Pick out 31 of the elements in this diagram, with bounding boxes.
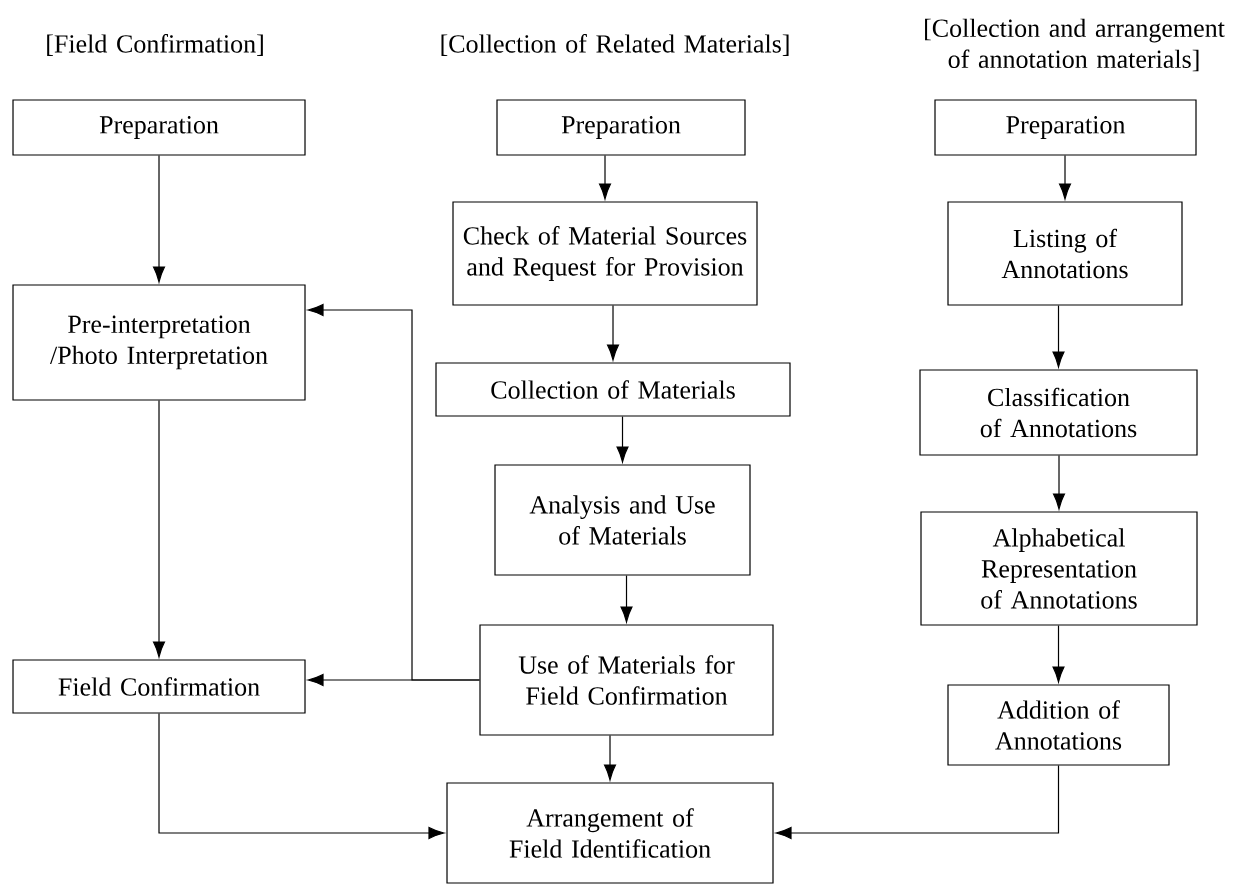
arrow (1052, 305, 1065, 368)
process-box: Check of Material Sources and Request for Provision (452, 201, 758, 306)
process-box: Addition of Annotations (947, 684, 1170, 766)
section-heading: [Collection of Related Materials] (441, 34, 789, 56)
process-box: Collection of Materials (435, 362, 791, 417)
section-heading: [Collection and arrangement of annotation materials] (925, 18, 1225, 72)
arrow (616, 416, 629, 463)
arrow (1052, 625, 1065, 683)
arrow (620, 575, 633, 623)
process-box: Preparation (934, 99, 1197, 156)
arrow (1052, 455, 1066, 510)
process-box: Arrangement of Field Identification (446, 782, 774, 884)
section-heading: [Field Confirmation] (47, 34, 263, 56)
arrow (775, 765, 1060, 840)
process-box: Classification of Annotations (919, 369, 1198, 456)
arrow (152, 400, 166, 658)
arrow (603, 735, 617, 781)
process-box: Pre-interpretation /Photo Interpretation (12, 284, 306, 401)
process-box: Preparation (12, 99, 306, 156)
arrow (598, 155, 612, 200)
arrow (606, 305, 620, 361)
process-box: Listing of Annotations (947, 201, 1183, 306)
arrow (158, 713, 445, 840)
process-box: Field Confirmation (12, 659, 306, 714)
process-box: Alphabetical Representation of Annotations (920, 511, 1198, 626)
arrow (307, 303, 480, 681)
arrow (1058, 155, 1072, 200)
process-box: Use of Materials for Field Confirmation (479, 624, 774, 736)
arrow (152, 155, 166, 283)
process-box: Analysis and Use of Materials (494, 464, 751, 576)
process-box: Preparation (496, 99, 746, 156)
